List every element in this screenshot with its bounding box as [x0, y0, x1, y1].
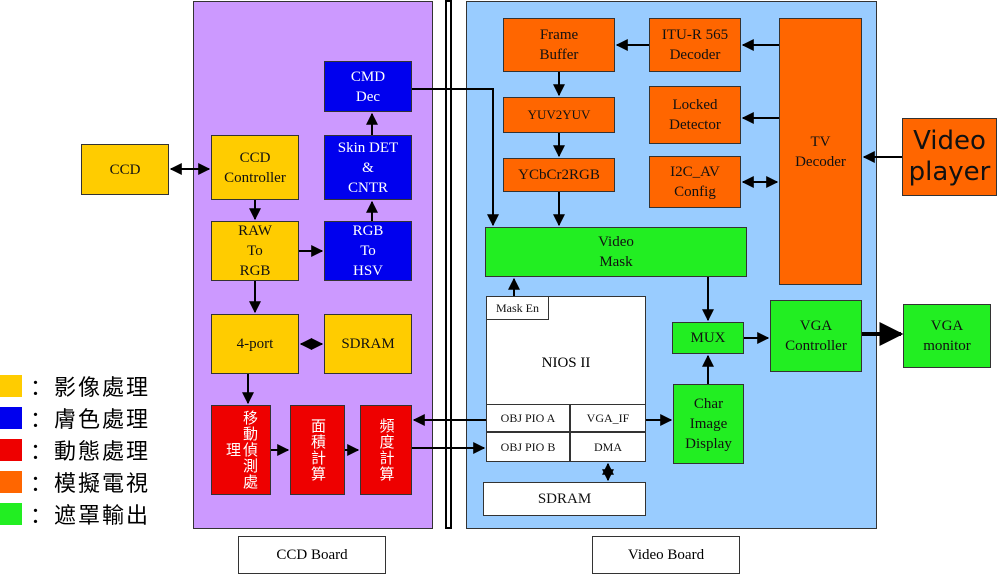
legend-swatch [0, 471, 22, 493]
legend-label: ：膚色處理 [30, 408, 151, 433]
ccd-node: CCD [81, 144, 169, 195]
legend-swatch [0, 439, 22, 461]
vga-controller-node: VGA Controller [770, 300, 862, 372]
mux-node: MUX [672, 322, 744, 354]
yuv2yuv-node: YUV2YUV [503, 97, 615, 133]
sdram-ccd-node: SDRAM [324, 314, 412, 374]
legend-item: ：遮罩輸出 [0, 500, 151, 529]
legend-item: ：模擬電視 [0, 468, 151, 497]
ycbcr2rgb-node: YCbCr2RGB [503, 158, 615, 192]
legend-label: ：模擬電視 [30, 472, 151, 497]
obj-pio-a-node: OBJ PIO A [486, 404, 570, 432]
obj-pio-b-node: OBJ PIO B [486, 432, 570, 462]
rgb-to-hsv-node: RGB To HSV [324, 221, 412, 281]
video-player-node: Video player [902, 118, 997, 196]
legend-swatch [0, 407, 22, 429]
frame-buffer-node: Frame Buffer [503, 18, 615, 72]
legend-swatch [0, 375, 22, 397]
vga-monitor-node: VGA monitor [903, 304, 991, 368]
char-image-display-node: Char Image Display [673, 384, 744, 464]
cmd-dec-node: CMD Dec [324, 61, 412, 112]
ccd-controller-node: CCD Controller [211, 135, 299, 200]
area-calc-node: 面積計算 [290, 405, 345, 495]
legend-label: ：影像處理 [30, 376, 151, 401]
vga-if-node: VGA_IF [570, 404, 646, 432]
motion-detect-node: 移動偵測處理 [211, 405, 271, 495]
skin-det-node: Skin DET & CNTR [324, 135, 412, 200]
bus-bar [445, 0, 452, 529]
nios-ii-label: NIOS II [541, 355, 591, 371]
tv-decoder-node: TV Decoder [779, 18, 862, 285]
i2c-av-config-node: I2C_AV Config [649, 156, 741, 208]
mask-en-node: Mask En [486, 296, 549, 320]
video-board-label: Video Board [592, 536, 740, 574]
freq-calc-node: 頻度計算 [360, 405, 412, 495]
legend: ：影像處理 ：膚色處理 ：動態處理 ：模擬電視 ：遮罩輸出 [0, 372, 180, 532]
wire-cmd-mask [412, 88, 499, 227]
legend-label: ：動態處理 [30, 440, 151, 465]
legend-swatch [0, 503, 22, 525]
legend-item: ：膚色處理 [0, 404, 151, 433]
itu-decoder-node: ITU-R 565 Decoder [649, 18, 741, 72]
video-mask-node: Video Mask [485, 227, 747, 277]
sdram-video-node: SDRAM [483, 482, 646, 516]
legend-item: ：影像處理 [0, 372, 151, 401]
ccd-board-label: CCD Board [238, 536, 386, 574]
legend-item: ：動態處理 [0, 436, 151, 465]
dma-node: DMA [570, 432, 646, 462]
locked-detector-node: Locked Detector [649, 86, 741, 144]
four-port-node: 4-port [211, 314, 299, 374]
raw-to-rgb-node: RAW To RGB [211, 221, 299, 281]
legend-label: ：遮罩輸出 [30, 504, 151, 529]
